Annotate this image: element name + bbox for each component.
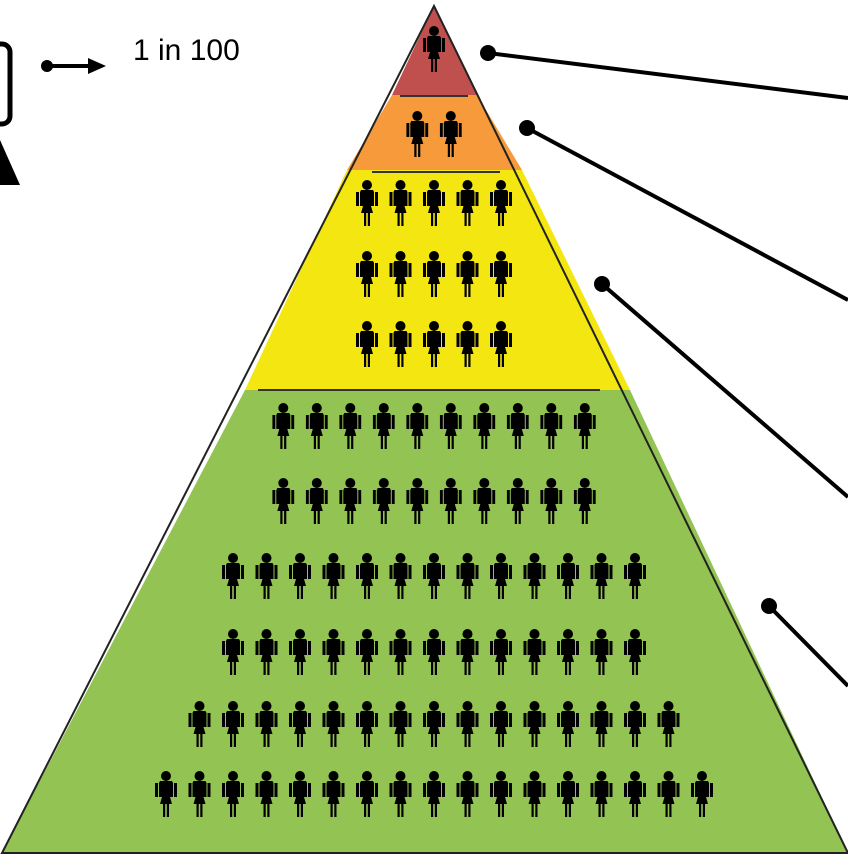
legend-arrow-icon — [41, 58, 106, 74]
legend — [0, 41, 106, 185]
callout-red — [480, 45, 848, 100]
callouts — [480, 45, 848, 688]
legend-person-icon — [0, 41, 20, 185]
callout-orange — [519, 120, 848, 302]
callout-yellow — [594, 276, 848, 499]
pyramid-outline — [0, 3, 848, 854]
legend-label: 1 in 100 — [133, 34, 240, 67]
tier-orange — [347, 95, 522, 170]
callout-green — [761, 598, 848, 688]
